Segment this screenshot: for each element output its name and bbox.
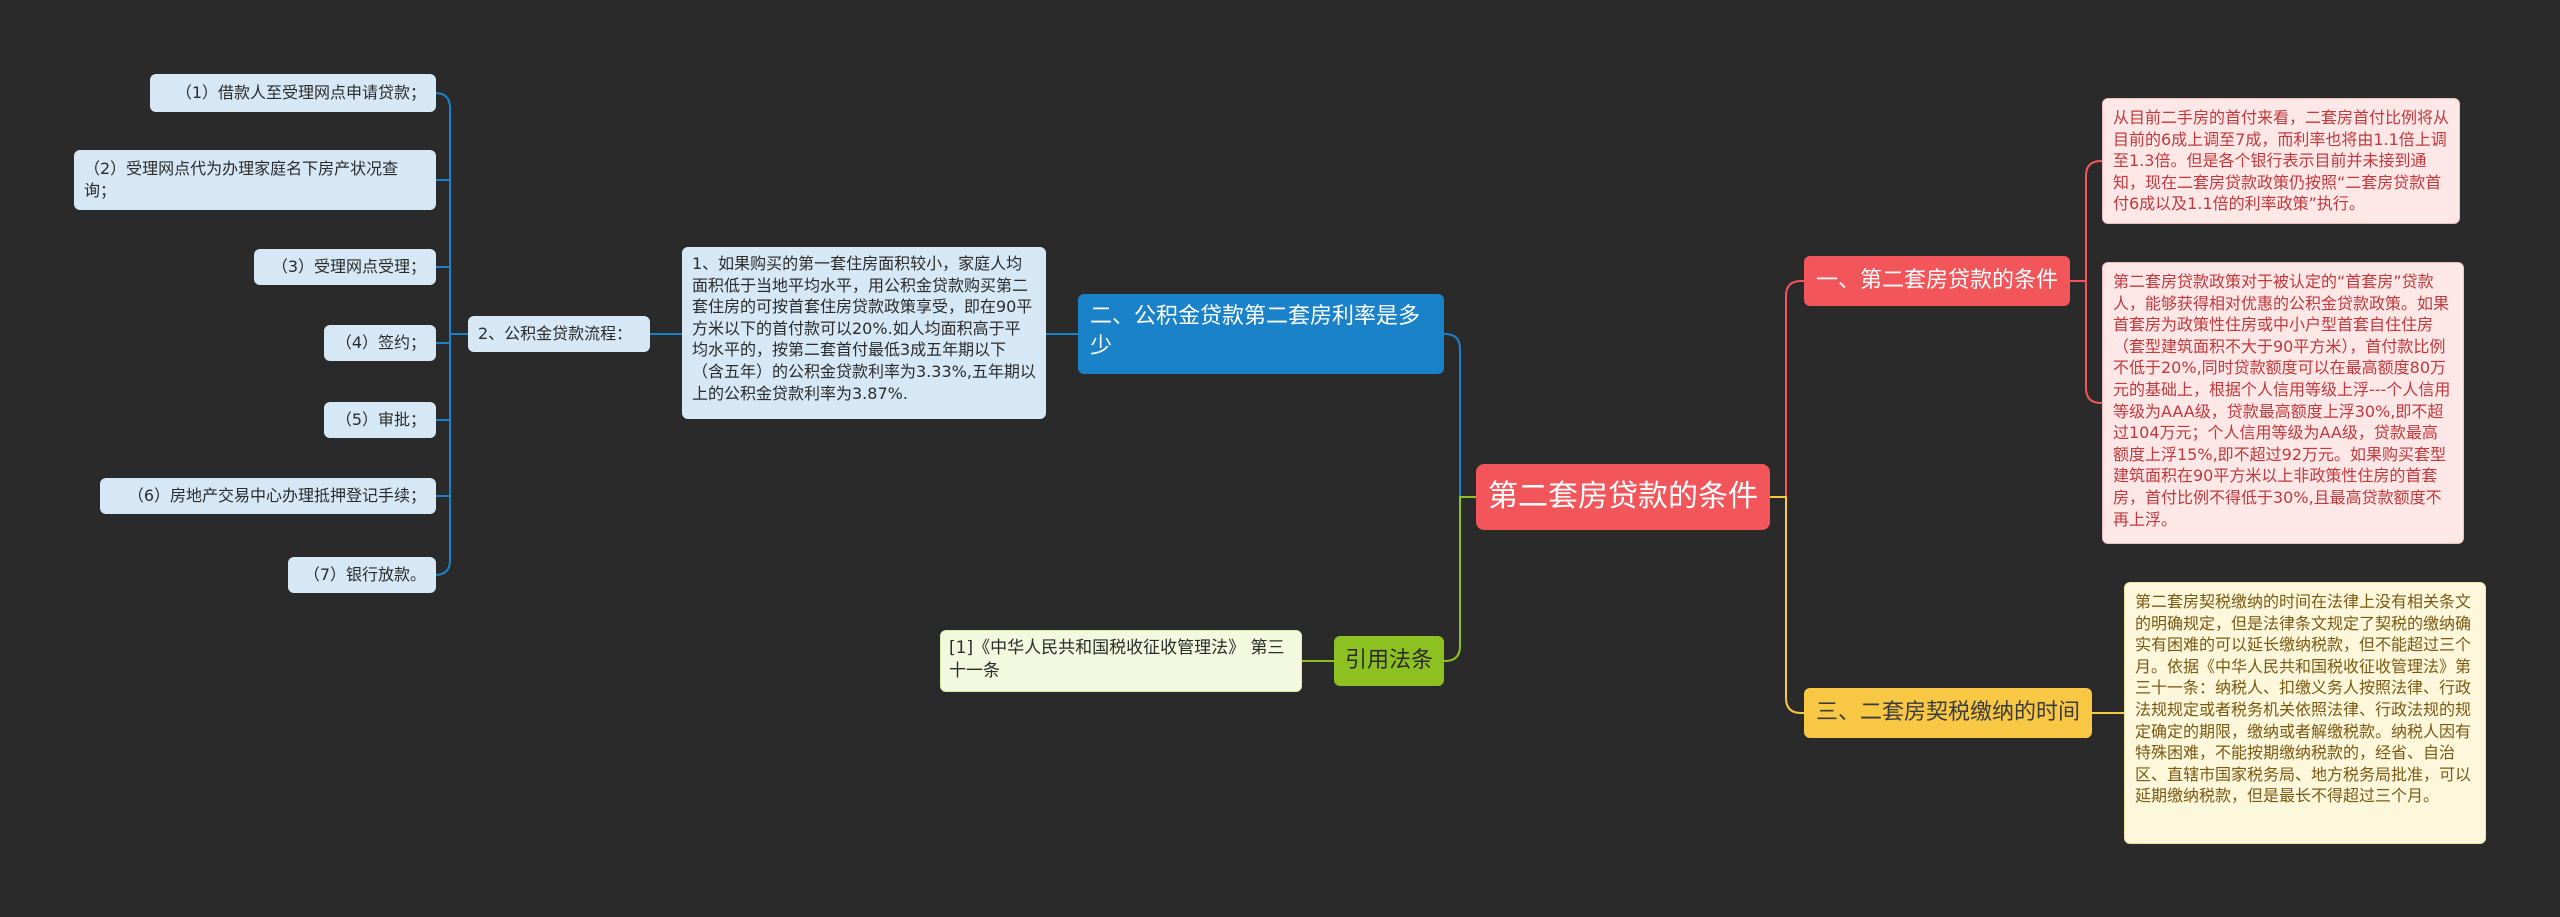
process-step-1[interactable]: （1）借款人至受理网点申请贷款；	[150, 74, 436, 112]
process-heading[interactable]: 2、公积金贷款流程：	[468, 316, 650, 352]
leaf-law-citation[interactable]: [1]《中华人民共和国税收征收管理法》 第三十一条	[940, 630, 1302, 692]
leaf-deed-tax-detail[interactable]: 第二套房契税缴纳的时间在法律上没有相关条文的明确规定，但是法律条文规定了契税的缴…	[2124, 582, 2486, 844]
link-root-branch3	[1770, 496, 1804, 714]
link-branch1-leaf1	[2070, 160, 2102, 282]
process-step-2[interactable]: （2）受理网点代为办理家庭名下房产状况查询；	[74, 150, 436, 210]
link-process-steps	[434, 92, 468, 576]
root-topic[interactable]: 第二套房贷款的条件	[1476, 464, 1770, 530]
leaf-down-payment-note[interactable]: 从目前二手房的首付来看，二套房首付比例将从目前的6成上调至7成，而利率也将由1.…	[2102, 98, 2460, 224]
branch-provident-fund-rate[interactable]: 二、公积金贷款第二套房利率是多少	[1078, 294, 1444, 374]
branch-deed-tax-time[interactable]: 三、二套房契税缴纳的时间	[1804, 688, 2092, 738]
process-step-4[interactable]: （4）签约；	[324, 325, 436, 361]
process-step-5[interactable]: （5）审批；	[324, 402, 436, 438]
branch-cited-law[interactable]: 引用法条	[1334, 636, 1444, 686]
leaf-rate-detail[interactable]: 1、如果购买的第一套住房面积较小，家庭人均面积低于当地平均水平，用公积金贷款购买…	[682, 247, 1046, 419]
process-step-6[interactable]: （6）房地产交易中心办理抵押登记手续；	[100, 478, 436, 514]
process-step-7[interactable]: （7）银行放款。	[288, 557, 436, 593]
link-root-branch1	[1770, 280, 1804, 498]
process-step-3[interactable]: （3）受理网点受理；	[254, 249, 436, 285]
link-branch1-leaf2	[2070, 280, 2102, 404]
link-root-branch2	[1444, 333, 1476, 498]
branch-second-home-loan-conditions[interactable]: 一、第二套房贷款的条件	[1804, 256, 2070, 306]
link-root-branch4	[1444, 496, 1476, 662]
leaf-provident-fund-policy[interactable]: 第二套房贷款政策对于被认定的“首套房”贷款人，能够获得相对优惠的公积金贷款政策。…	[2102, 262, 2464, 544]
